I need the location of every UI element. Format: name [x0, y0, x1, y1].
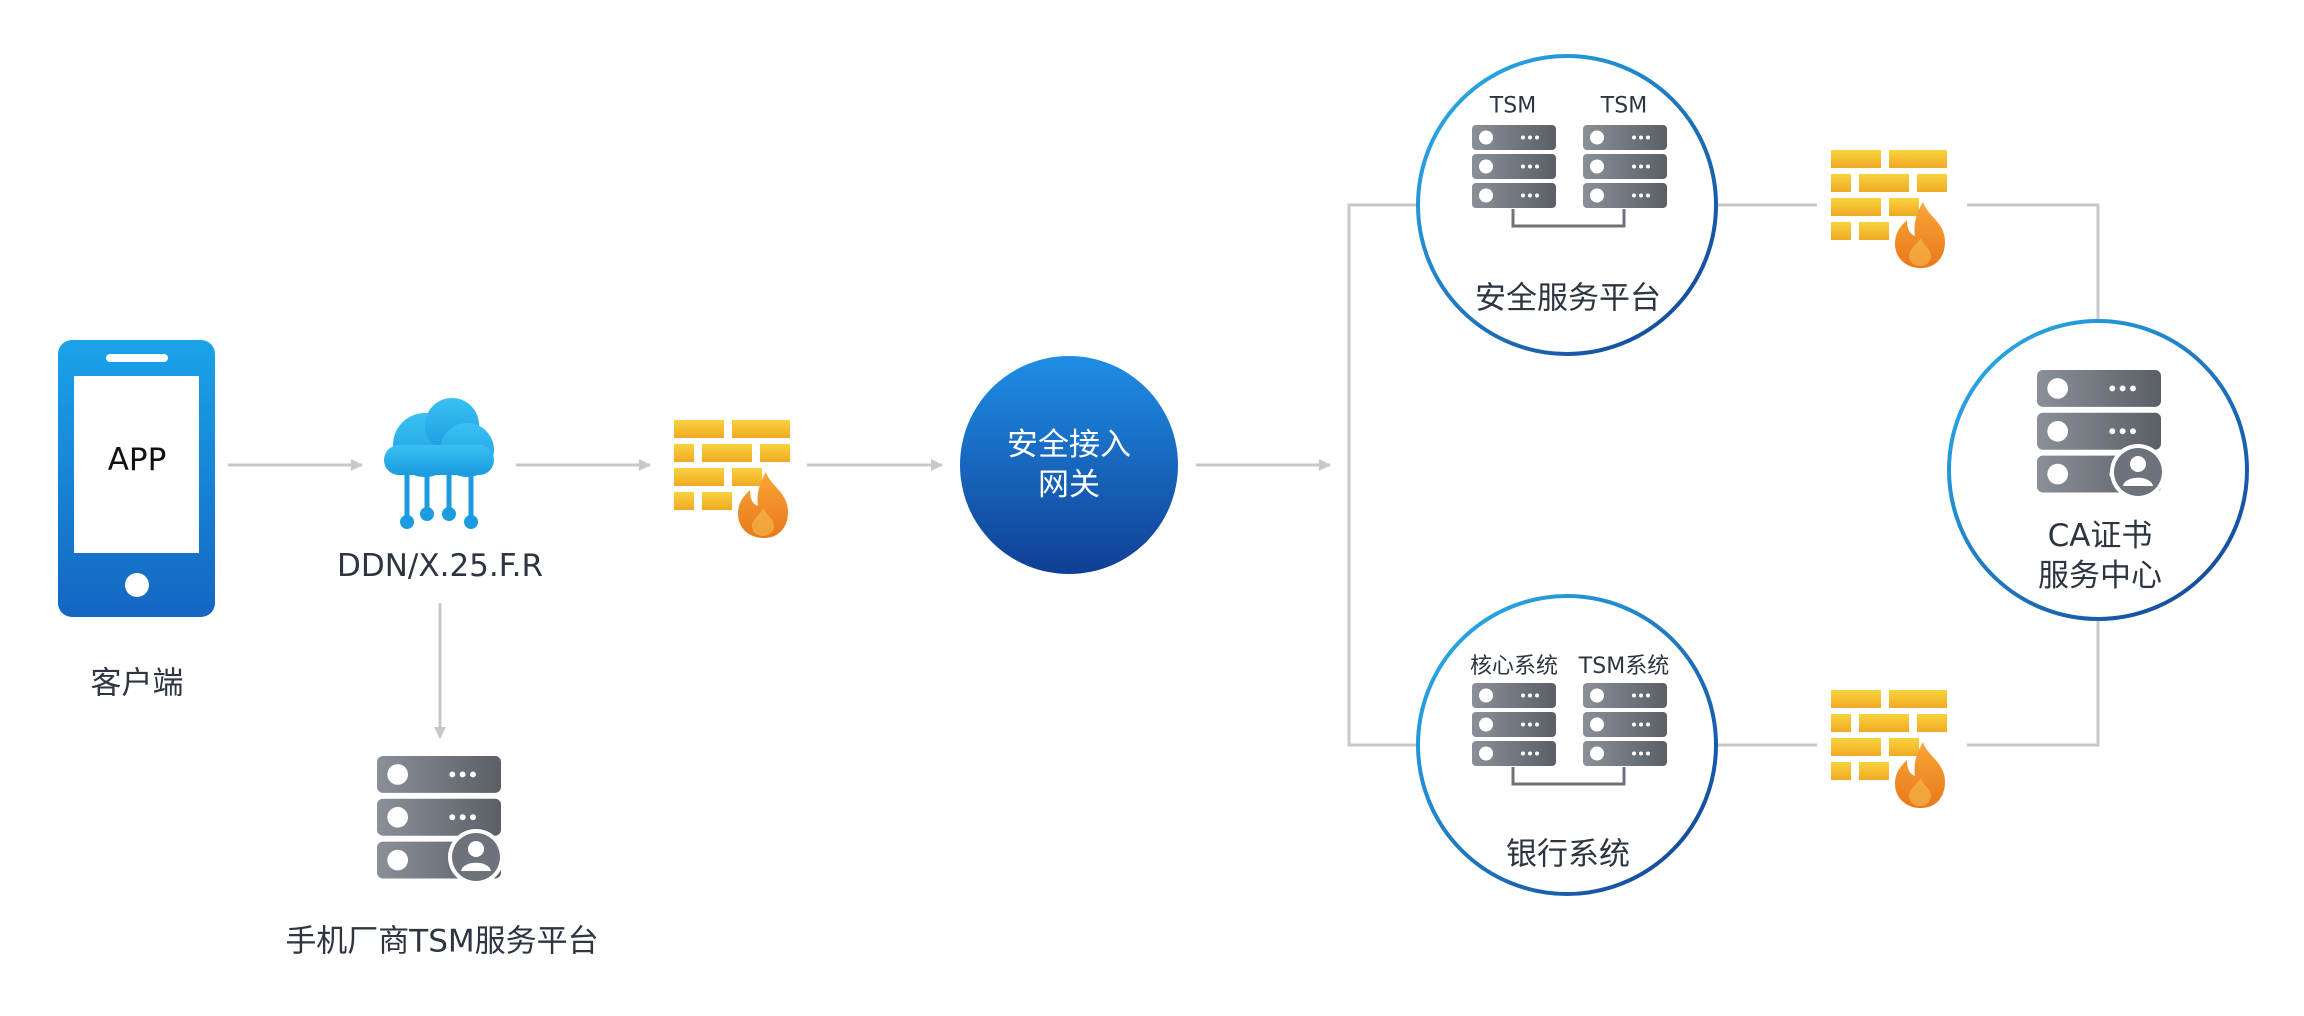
security-server-left-label: TSM	[1489, 93, 1537, 119]
mobile-phone-icon	[58, 340, 215, 617]
vendor-tsm-server	[377, 756, 504, 885]
user-avatar-icon	[2110, 444, 2166, 500]
ca-center-node	[1947, 319, 2249, 621]
firewall-icon	[1831, 150, 1947, 268]
user-avatar-icon	[448, 829, 504, 885]
gateway-label: 安全接入 网关	[1007, 425, 1131, 505]
connector-lines	[228, 203, 2100, 747]
server-rack-icon	[1583, 125, 1667, 208]
server-rack-icon	[1472, 683, 1556, 766]
line-firewall-top-to-ca	[1967, 203, 2100, 322]
branch-bracket	[1347, 203, 1420, 747]
bank-system-caption: 银行系统	[1506, 836, 1630, 873]
client-caption: 客户端	[90, 665, 184, 702]
ca-center-label: CA证书 服务中心	[2038, 516, 2162, 596]
gateway-circle	[960, 356, 1178, 574]
bank-server-right-label: TSM系统	[1578, 654, 1670, 679]
cloud-network-icon	[384, 398, 494, 529]
bank-server-left-label: 核心系统	[1469, 654, 1559, 679]
bank-system-node	[1416, 594, 1718, 896]
firewall-icon	[674, 420, 790, 538]
security-platform-caption: 安全服务平台	[1475, 280, 1661, 317]
firewall-icon	[1831, 690, 1947, 808]
network-label: DDN/X.25.F.R	[336, 548, 544, 584]
server-rack-icon	[1583, 683, 1667, 766]
gateway-line1: 安全接入	[1007, 427, 1131, 463]
gateway-line2: 网关	[1038, 467, 1100, 503]
ca-line1: CA证书	[2047, 518, 2153, 554]
server-rack-icon	[1472, 125, 1556, 208]
app-label: APP	[107, 442, 167, 478]
line-firewall-bottom-to-ca	[1967, 618, 2100, 747]
security-platform-node	[1416, 54, 1718, 356]
ca-line2: 服务中心	[2038, 558, 2162, 594]
vendor-tsm-caption: 手机厂商TSM服务平台	[285, 923, 599, 960]
security-server-right-label: TSM	[1600, 93, 1648, 119]
